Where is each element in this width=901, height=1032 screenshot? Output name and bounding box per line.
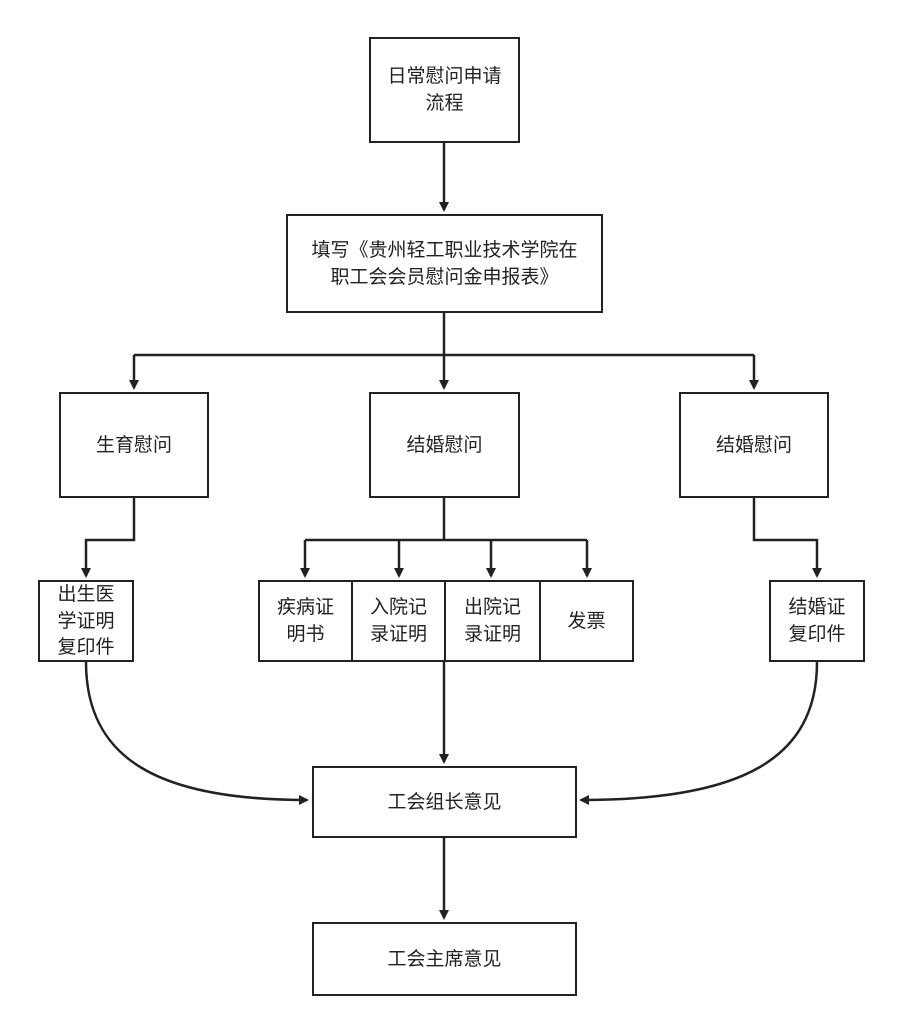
node-start-label: 日常慰问申请 流程 [387, 65, 502, 114]
node-marriage-mid: 结婚慰问 [369, 392, 520, 498]
node-invoice-label: 发票 [567, 609, 606, 632]
node-group-leader: 工会组长意见 [312, 766, 577, 838]
node-birth-label: 生育慰问 [95, 433, 172, 456]
node-discharge-label: 出院记 录证明 [463, 596, 521, 645]
node-marriage-right-label: 结婚慰问 [715, 433, 792, 456]
curve-marriage-cert-to-leader [579, 661, 819, 805]
node-birth: 生育慰问 [59, 392, 209, 498]
node-marriage-mid-label: 结婚慰问 [406, 433, 483, 456]
node-admission-label: 入院记 录证明 [369, 596, 427, 645]
arrow-marriage-right-to-cert [752, 498, 822, 578]
node-group-leader-label: 工会组长意见 [387, 790, 502, 813]
node-discharge: 出院记 录证明 [444, 580, 541, 662]
node-marriage-cert: 结婚证 复印件 [769, 580, 865, 662]
node-fill-form: 填写《贵州轻工职业技术学院在 职工会会员慰问金申报表》 [286, 214, 603, 313]
node-birth-cert-label: 出生医 学证明 复印件 [57, 583, 115, 659]
node-diagnosis-label: 疾病证 明书 [276, 596, 334, 645]
node-chairman-label: 工会主席意见 [387, 947, 502, 970]
node-marriage-cert-label: 结婚证 复印件 [788, 596, 846, 645]
node-start: 日常慰问申请 流程 [369, 37, 520, 143]
arrow-birth-to-cert [81, 498, 136, 578]
node-fill-form-label: 填写《贵州轻工职业技术学院在 职工会会员慰问金申报表》 [311, 238, 578, 288]
curve-birth-cert-to-leader [84, 661, 309, 805]
node-invoice: 发票 [539, 580, 634, 662]
node-birth-cert: 出生医 学证明 复印件 [38, 580, 134, 662]
node-marriage-right: 结婚慰问 [679, 392, 829, 498]
node-diagnosis: 疾病证 明书 [258, 580, 353, 662]
node-admission: 入院记 录证明 [351, 580, 446, 662]
node-chairman: 工会主席意见 [312, 922, 577, 996]
